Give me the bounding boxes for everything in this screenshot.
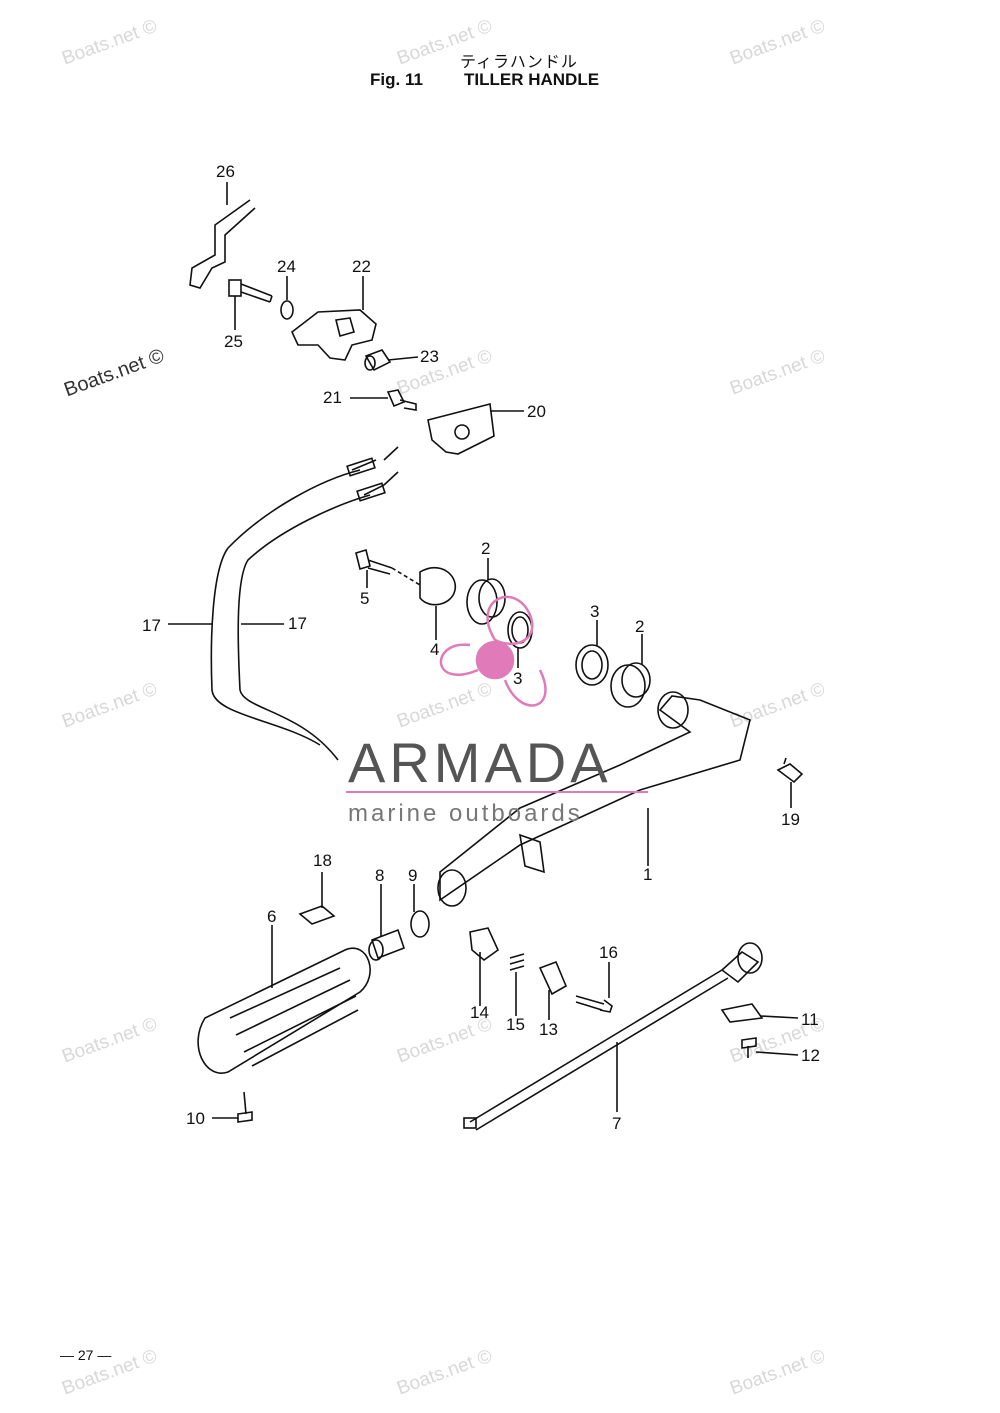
- part-8-sleeve: [368, 928, 406, 961]
- part-9-washer: [410, 910, 430, 938]
- part-2-bushing-right: [610, 662, 651, 708]
- part-5-bolt: [355, 548, 393, 575]
- callout-number: 17: [288, 614, 307, 633]
- part-10-screw: [237, 1091, 253, 1123]
- callout-number: 11: [801, 1010, 819, 1029]
- part-12-screw: [741, 1037, 757, 1058]
- title-japanese: ティラハンドル: [460, 54, 578, 71]
- callout-number: 14: [470, 1003, 489, 1022]
- callout-number: 13: [539, 1020, 558, 1039]
- part-16-bolt: [575, 995, 613, 1013]
- part-26-clip: [189, 199, 256, 289]
- part-11-clip: [720, 1003, 764, 1023]
- part-17-cable-outer: [210, 469, 361, 746]
- leader-line: [755, 1051, 799, 1056]
- part-22-bracket: [291, 309, 377, 361]
- part-21-screw: [386, 389, 417, 411]
- part-4-plate: [419, 566, 456, 606]
- part-3-ring-right: [575, 644, 609, 686]
- callout-number: 12: [801, 1046, 820, 1065]
- part-20-plate: [427, 402, 495, 455]
- callout-number: 1: [643, 865, 653, 884]
- leader-line: [387, 356, 419, 361]
- callout-number: 22: [352, 257, 371, 276]
- part-2-bushing: [466, 578, 506, 625]
- part-17-cable-inner: [237, 494, 371, 761]
- part-24-washer: [280, 300, 294, 320]
- figure-title: TILLER HANDLE: [464, 70, 600, 89]
- page-number: — 27 —: [60, 1347, 112, 1363]
- figure-label: Fig. 11: [370, 70, 423, 89]
- callout-number: 5: [360, 589, 370, 608]
- armada-logo-mark: [346, 595, 648, 793]
- part-18-label: [298, 905, 336, 925]
- logo-wordmark: ARMADA: [348, 731, 612, 794]
- callout-number: 3: [590, 602, 600, 621]
- callout-number: 24: [277, 257, 296, 276]
- callout-number: 20: [527, 402, 546, 421]
- callout-number: 3: [513, 669, 523, 688]
- callout-number: 10: [186, 1109, 205, 1128]
- part-15-spring: [509, 953, 525, 971]
- callout-number: 18: [313, 851, 332, 870]
- part-23-collar: [364, 349, 392, 372]
- callout-number: 2: [635, 617, 645, 636]
- callout-number: 4: [430, 640, 440, 659]
- leader-line: [759, 1015, 799, 1019]
- callout-number: 23: [420, 347, 439, 366]
- callout-number: 17: [142, 616, 161, 635]
- part-14-stop: [469, 927, 500, 962]
- part-6-grip: [197, 947, 371, 1074]
- part-7-throttle-cable: [463, 942, 763, 1131]
- callout-number: 16: [599, 943, 618, 962]
- callout-number: 6: [267, 907, 277, 926]
- callout-number: 21: [323, 388, 342, 407]
- part-1-tiller-handle: [439, 695, 751, 902]
- callout-number: 2: [481, 539, 491, 558]
- callout-number: 9: [408, 866, 418, 885]
- part-19-switch: [776, 757, 804, 784]
- callout-number: 26: [216, 162, 235, 181]
- callout-number: 7: [612, 1114, 622, 1133]
- callout-number: 25: [224, 332, 243, 351]
- callout-number: 15: [506, 1015, 525, 1034]
- part-13-clamp: [538, 960, 568, 996]
- callout-number: 19: [781, 810, 800, 829]
- callout-number: 8: [375, 866, 385, 885]
- logo-tagline: marine outboards: [348, 800, 583, 827]
